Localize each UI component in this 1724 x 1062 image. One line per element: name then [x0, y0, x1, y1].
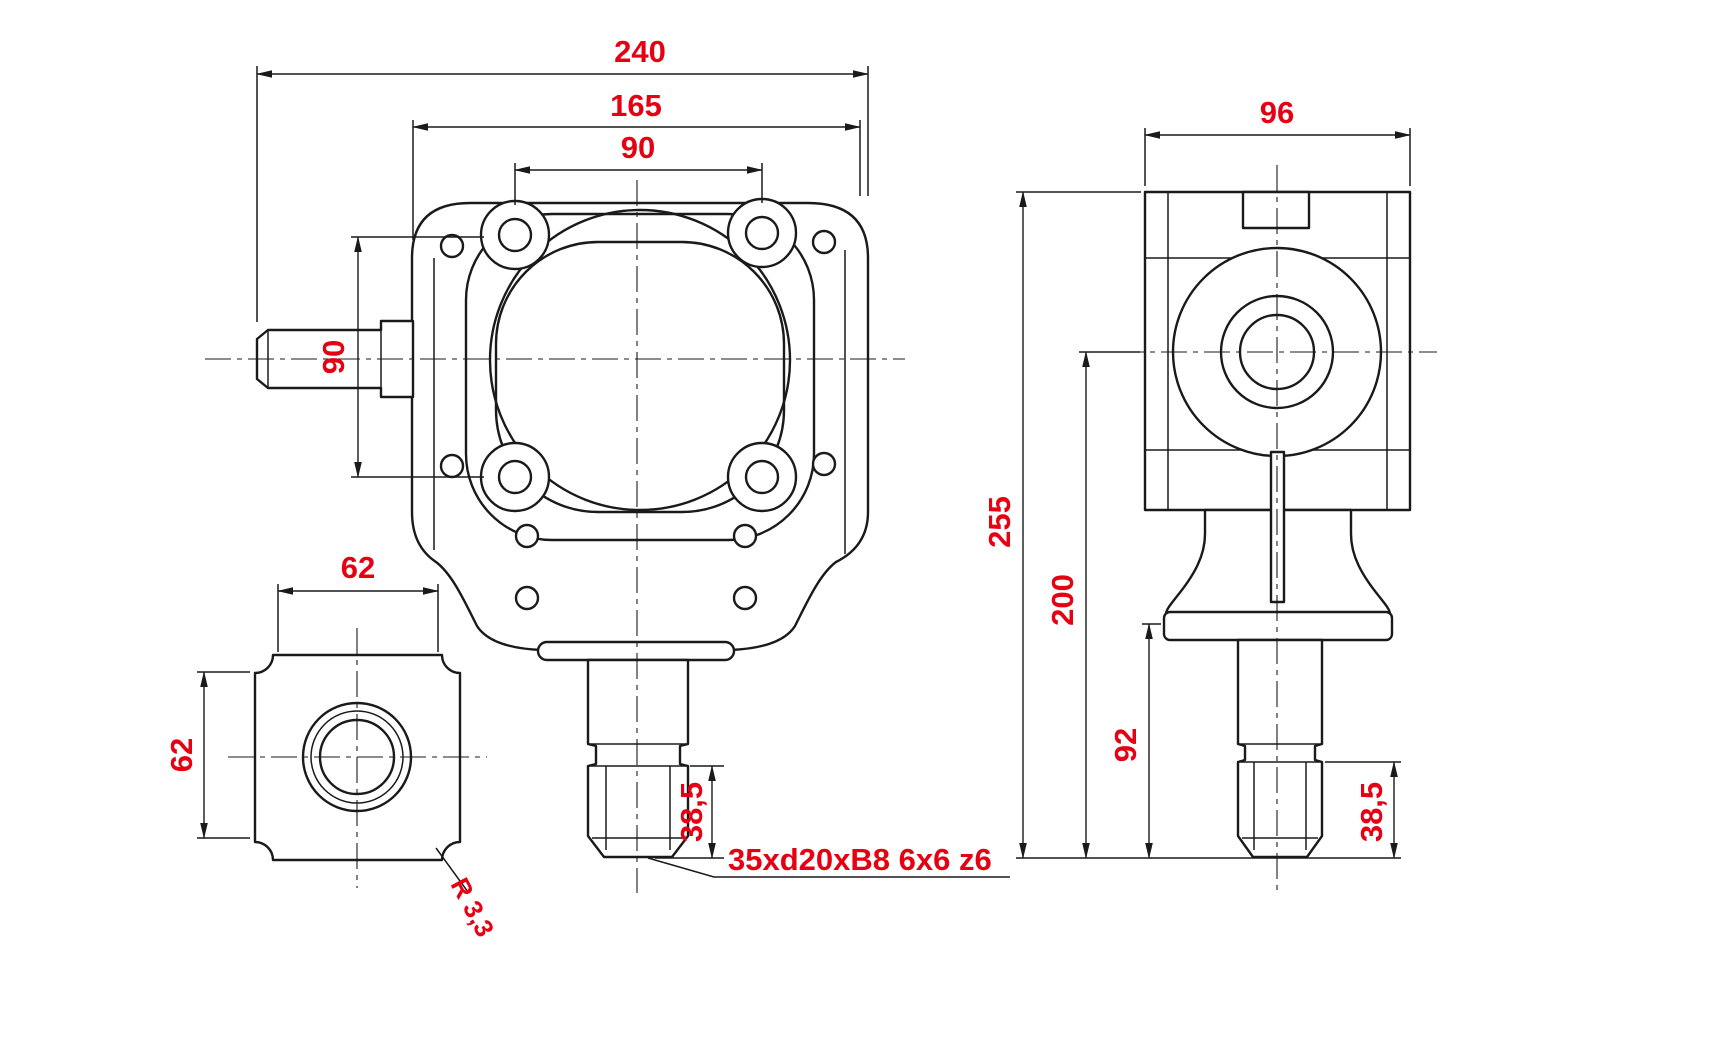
dim-165-label: 165 [610, 88, 662, 123]
spline-spec-label: 35xd20xB8 6x6 z6 [728, 842, 992, 877]
taper-hole [732, 585, 758, 611]
ear-hole [811, 451, 837, 477]
dimension-flange-width: 165 [412, 88, 861, 240]
dim-255-label: 255 [982, 496, 1017, 548]
lower-flange [1162, 610, 1394, 642]
corner-radius-label: R 3,3 [445, 873, 501, 942]
spline-spec-callout: 35xd20xB8 6x6 z6 [647, 842, 1010, 878]
bolt-hole [497, 217, 533, 253]
front-view [255, 197, 870, 859]
housing-outline [410, 201, 870, 652]
top-tab [1241, 190, 1311, 230]
face-contour-inner [494, 240, 786, 514]
dimension-side-spline-length: 38,5 [1325, 761, 1401, 859]
dimension-axis-height: 200 [1045, 351, 1140, 859]
dimension-bolt-spacing-vertical: 90 [316, 236, 484, 478]
dim-90-left-label: 90 [316, 340, 351, 374]
dimension-front-spline-length: 38,5 [655, 765, 724, 859]
side-output-shaft [1236, 638, 1324, 859]
taper-hole [514, 523, 540, 549]
dim-90-top-label: 90 [621, 130, 655, 165]
ear-hole [439, 453, 465, 479]
bolt-hole [744, 215, 780, 251]
face-contour-outer [464, 212, 816, 542]
dim-92-label: 92 [1108, 728, 1143, 762]
dim-240-label: 240 [614, 34, 666, 69]
taper-hole [514, 585, 540, 611]
dim-385-side-label: 38,5 [1354, 782, 1389, 842]
dimension-overall-width: 240 [256, 34, 869, 322]
bottom-lip [536, 640, 736, 662]
dimension-overall-height: 255 [982, 191, 1141, 859]
dim-385-front-label: 38,5 [674, 782, 709, 842]
bolt-hole [497, 459, 533, 495]
bolt-hole [744, 459, 780, 495]
dimension-shaft-section-height: 92 [1108, 623, 1161, 859]
corner-radius-callout: R 3,3 [435, 847, 501, 942]
dimension-flange-plate-height: 62 [164, 671, 250, 839]
output-shaft [586, 658, 690, 859]
ear-hole [811, 229, 837, 255]
face-circle [488, 208, 792, 512]
dimension-side-width: 96 [1144, 95, 1411, 186]
dim-200-label: 200 [1045, 574, 1080, 626]
ear-hole [439, 233, 465, 259]
dimensions: 240 165 90 90 38,5 [164, 34, 1411, 942]
dim-62-v-label: 62 [164, 738, 199, 772]
taper-hole [732, 523, 758, 549]
dim-96-label: 96 [1260, 95, 1294, 130]
centerlines [205, 165, 1437, 893]
dimension-bolt-spacing-horizontal: 90 [514, 130, 763, 205]
dimension-flange-plate-width: 62 [277, 550, 439, 652]
dim-62-h-label: 62 [341, 550, 375, 585]
